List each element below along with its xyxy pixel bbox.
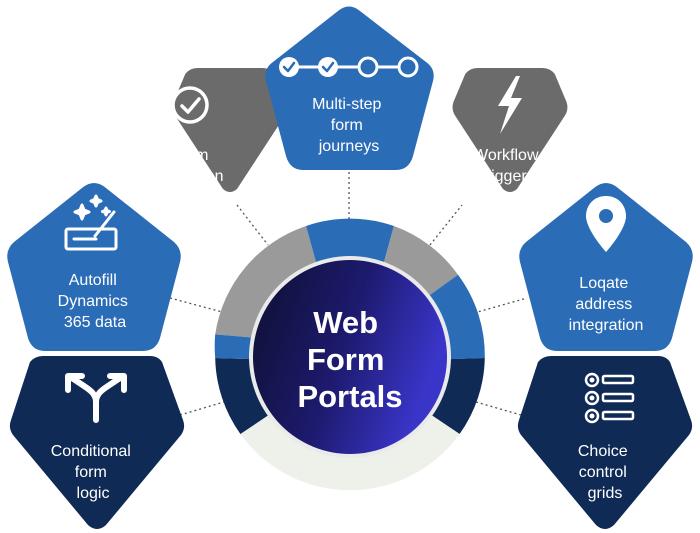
connector-conditional: [179, 401, 225, 416]
pentagon-shape: [7, 183, 181, 351]
connector-autofill: [169, 297, 227, 314]
pentagon-shape: [172, 68, 288, 192]
feature-label-line: form: [75, 464, 107, 481]
feature-label-line: Dynamics: [58, 293, 128, 310]
connector-validation: [236, 204, 269, 246]
connector-choice: [475, 401, 522, 416]
checklist-icon: [584, 372, 635, 424]
feature-label-line: journeys: [318, 138, 379, 155]
feature-form-validation-rules: Form validation rules: [156, 68, 288, 206]
feature-autofill-dynamics-365-data: Autofill Dynamics 365 data: [7, 183, 181, 351]
feature-conditional-form-logic: Conditional form logic: [9, 356, 185, 529]
hub-circle-inner: [253, 260, 447, 454]
pentagon-shape: [265, 6, 434, 170]
feature-label: Form validation rules: [156, 147, 228, 206]
hub: Web Form Portals: [249, 256, 451, 458]
feature-label-line: control: [579, 464, 627, 481]
connector-loqate: [473, 297, 528, 314]
pentagon-shape: [517, 356, 693, 529]
feature-multi-step-form-journeys: Multi-step form journeys: [265, 6, 434, 170]
feature-label: Loqate address integration: [569, 275, 644, 334]
step-progress-icon: [279, 56, 419, 78]
feature-label: Workflow triggers: [473, 147, 543, 185]
connector-workflow: [429, 204, 463, 246]
feature-label-line: integration: [569, 317, 644, 334]
feature-label-line: Workflow: [473, 147, 539, 164]
hub-title: Web Form Portals: [297, 305, 402, 414]
feature-label-line: address: [575, 296, 632, 313]
feature-label: Conditional form logic: [51, 443, 136, 502]
pentagon-shape: [452, 68, 568, 192]
feature-label-line: Choice: [578, 443, 628, 460]
feature-label-line: triggers: [481, 168, 534, 185]
split-arrow-icon: [65, 373, 127, 423]
hub-title-line: Web: [313, 305, 378, 340]
feature-workflow-triggers: Workflow triggers: [452, 68, 568, 192]
feature-label: Autofill Dynamics 365 data: [58, 272, 133, 331]
feature-label-line: 365 data: [64, 314, 126, 331]
pentagon-shape: [9, 356, 185, 529]
hub-title-line: Portals: [297, 379, 402, 414]
pentagon-shape: [519, 183, 693, 351]
feature-label-line: validation: [156, 168, 224, 185]
feature-choice-control-grids: Choice control grids: [517, 356, 693, 529]
feature-label: Choice control grids: [578, 443, 632, 502]
feature-label-line: rules: [175, 189, 210, 206]
ring-segment-gray-top-left: [215, 226, 323, 340]
location-pin-icon: [586, 196, 626, 252]
feature-label: Multi-step form journeys: [312, 96, 386, 155]
feature-label-line: form: [331, 117, 363, 134]
feature-loqate-address-integration: Loqate address integration: [519, 183, 693, 351]
feature-label-line: Multi-step: [312, 96, 381, 113]
hub-title-line: Form: [307, 342, 385, 377]
feature-label-line: Form: [171, 147, 208, 164]
lightning-bolt-icon: [498, 76, 522, 134]
connector-lines: [169, 172, 528, 416]
feature-label-line: logic: [77, 485, 110, 502]
feature-label-line: grids: [588, 485, 623, 502]
feature-label-line: Conditional: [51, 443, 131, 460]
feature-label-line: Loqate: [579, 275, 628, 292]
feature-label-line: Autofill: [69, 272, 117, 289]
check-circle-icon: [171, 86, 209, 124]
magic-autofill-icon: [64, 194, 118, 251]
